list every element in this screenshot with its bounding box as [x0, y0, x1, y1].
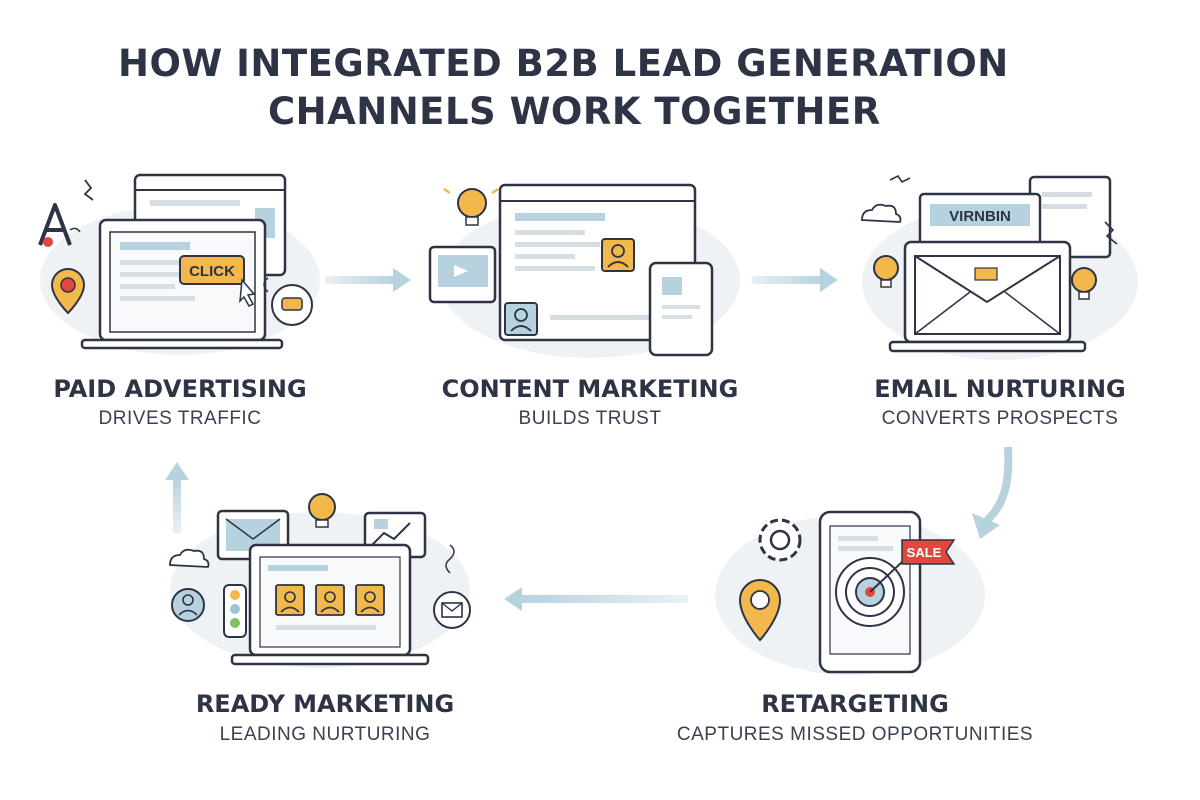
- browser-window-icon: [498, 183, 697, 342]
- diagram-title: HOW INTEGRATED B2B LEAD GENERATION CHANN…: [118, 40, 1018, 136]
- target-icon: [835, 557, 905, 627]
- email-nurturing-illustration: VIRNBIN: [850, 172, 1150, 367]
- stage-label-paid: PAID ADVERTISING: [53, 375, 307, 403]
- location-pin-icon: [738, 579, 782, 642]
- title-line-1: HOW INTEGRATED B2B LEAD GENERATION: [118, 42, 1009, 85]
- click-badge: CLICK: [179, 255, 256, 307]
- stage-label-email: EMAIL NURTURING: [874, 375, 1126, 403]
- tablet-icon: [648, 261, 714, 357]
- envelope-icon: [914, 255, 1061, 335]
- video-card-icon: [428, 245, 497, 304]
- stage-label-retargeting: RETARGETING: [761, 690, 949, 718]
- cloud-icon: [861, 203, 902, 223]
- paid-advertising-illustration: CLICK: [30, 170, 330, 360]
- ready-marketing-illustration: [160, 485, 480, 675]
- stage-label-content: CONTENT MARKETING: [441, 375, 739, 403]
- profile-card-icon: [355, 584, 385, 616]
- stage-sub-email: CONVERTS PROSPECTS: [881, 408, 1119, 429]
- lightbulb-icon: [443, 187, 499, 226]
- flow-arrow-retargeting-to-ready: [500, 584, 690, 614]
- profile-card-icon: [275, 584, 305, 616]
- stage-label-ready: READY MARKETING: [195, 690, 455, 718]
- profile-card-icon: [601, 238, 635, 272]
- ad-letter-icon: [38, 203, 72, 247]
- stage-sub-paid: DRIVES TRAFFIC: [98, 408, 262, 429]
- mail-icon: [433, 591, 471, 629]
- flow-arrow-email-to-retargeting: [970, 445, 1040, 545]
- profile-card-icon: [504, 302, 538, 336]
- svg-text:CLICK: CLICK: [189, 263, 235, 280]
- user-icon: [171, 588, 205, 622]
- flow-arrow-ready-to-paid: [162, 460, 192, 535]
- flow-arrow-paid-to-content: [325, 265, 415, 295]
- svg-text:SALE: SALE: [907, 545, 942, 560]
- lightbulb-icon: [873, 255, 899, 288]
- traffic-light-icon: [223, 584, 247, 638]
- title-line-2: CHANNELS WORK TOGETHER: [268, 90, 881, 133]
- stage-sub-content: BUILDS TRUST: [518, 408, 662, 429]
- sale-tag: SALE: [901, 539, 956, 565]
- svg-text:VIRNBIN: VIRNBIN: [949, 208, 1011, 225]
- gear-icon: [758, 518, 802, 562]
- stage-sub-ready: LEADING NURTURING: [219, 724, 431, 745]
- retargeting-illustration: SALE: [710, 500, 1000, 685]
- cloud-icon: [169, 548, 210, 568]
- hand-cursor-icon: [263, 277, 313, 326]
- profile-card-icon: [315, 584, 345, 616]
- content-marketing-illustration: [420, 175, 740, 365]
- flow-arrow-content-to-email: [752, 265, 842, 295]
- stage-sub-retargeting: CAPTURES MISSED OPPORTUNITIES: [676, 724, 1034, 745]
- location-pin-icon: [50, 268, 86, 315]
- lightbulb-icon: [308, 493, 336, 528]
- lightbulb-icon: [1071, 267, 1097, 300]
